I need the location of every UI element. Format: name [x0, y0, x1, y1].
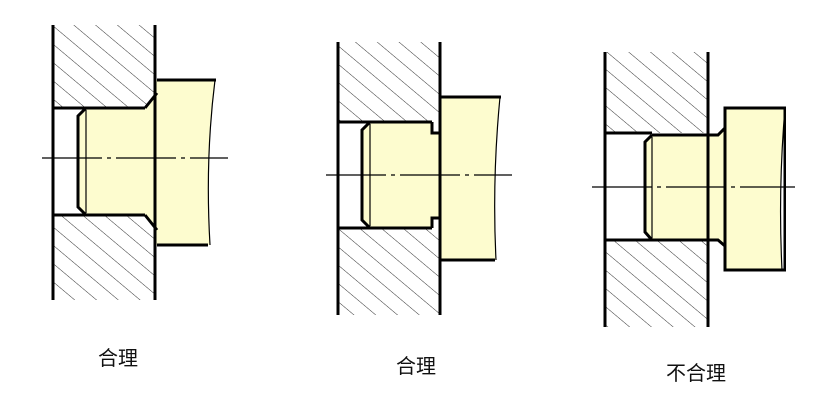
panel-2-drawing [326, 42, 512, 315]
hatched-plate-bottom [53, 215, 155, 300]
panel-1-drawing [42, 25, 228, 300]
shaft-head [155, 80, 215, 245]
hatched-plate-bottom [338, 228, 440, 315]
panel-1-label: 合理 [98, 346, 138, 370]
shaft-head [440, 97, 500, 260]
hatched-plate-top [605, 52, 708, 133]
panel-3-drawing [592, 52, 796, 327]
shaft-head [725, 108, 785, 270]
hatched-plate-top [338, 42, 440, 122]
panel-3-label: 不合理 [666, 361, 726, 385]
shaft-journal [78, 93, 157, 230]
hatched-plate-bottom [605, 240, 708, 327]
hatched-plate-top [53, 25, 155, 108]
panel-2-label: 合理 [396, 354, 436, 378]
